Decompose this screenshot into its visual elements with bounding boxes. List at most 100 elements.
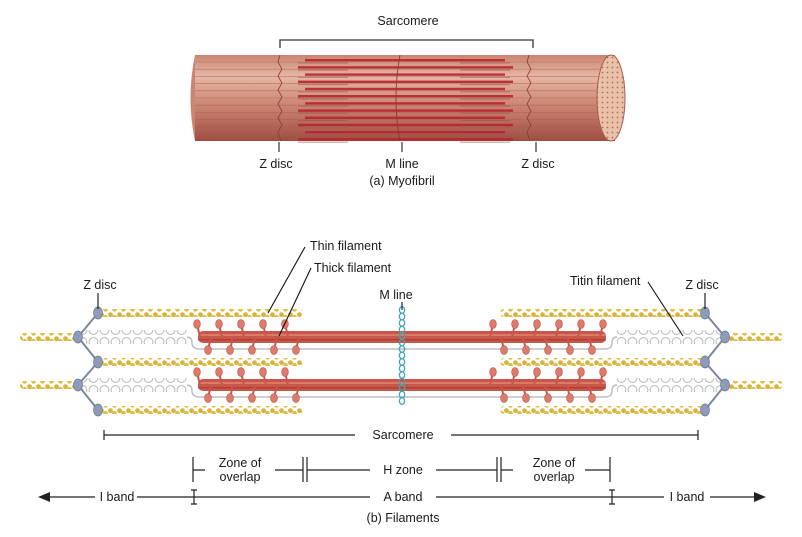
titin-coil-right <box>617 378 722 392</box>
myosin-head <box>204 345 212 355</box>
z-disc-label-a-right: Z disc <box>521 157 554 171</box>
myosin-head <box>511 319 519 329</box>
zone-of-overlap-left-line1: Zone of <box>219 456 262 470</box>
z-disc-label-a-left: Z disc <box>259 157 292 171</box>
thick-band <box>298 80 513 83</box>
myofibril-cross-section <box>596 54 626 142</box>
myosin-head <box>599 367 607 377</box>
thick-band <box>305 102 505 105</box>
myosin-head <box>511 367 519 377</box>
actin-stub-right <box>727 381 783 389</box>
myosin-head <box>237 319 245 329</box>
panel-b-caption: (b) Filaments <box>367 511 440 525</box>
myosin-head <box>248 393 256 403</box>
myofibril-panel: Sarcomere Z disc M line Z disc (a) Myofi… <box>190 14 626 188</box>
myosin-head <box>489 367 497 377</box>
thick-band <box>305 87 505 91</box>
thin-filament-left <box>98 406 303 414</box>
myosin-head <box>259 367 267 377</box>
i-band-right-label: I band <box>670 490 705 504</box>
actin-stub-left <box>20 333 76 341</box>
myosin-head <box>577 319 585 329</box>
thick-band <box>298 66 513 69</box>
thick-filament-label: Thick filament <box>314 261 392 275</box>
myosin-head <box>193 319 201 329</box>
m-line-label-b: M line <box>379 288 412 302</box>
thin-filament-left <box>98 358 303 366</box>
m-line-a <box>395 54 401 142</box>
panel-a-caption: (a) Myofibril <box>369 174 434 188</box>
m-line-link <box>398 364 406 373</box>
myosin-head <box>270 345 278 355</box>
z-disc-node <box>700 403 710 417</box>
titin-coil-left <box>82 378 187 392</box>
myosin-head <box>281 367 289 377</box>
z-disc-line-left <box>277 54 283 142</box>
myosin-head <box>248 345 256 355</box>
myosin-head <box>533 367 541 377</box>
titin-coil-right <box>617 330 722 344</box>
z-disc-node <box>73 330 83 344</box>
thick-band <box>305 116 505 119</box>
z-disc-node <box>720 330 730 344</box>
m-line-link <box>398 396 406 406</box>
myosin-head <box>270 393 278 403</box>
myosin-head <box>588 393 596 403</box>
sarcomere-bracket-b <box>103 430 699 440</box>
myosin-head <box>292 393 300 403</box>
thick-filament-leader <box>278 267 312 337</box>
myosin-head <box>193 367 201 377</box>
m-line-link <box>398 351 406 360</box>
myosin-head <box>588 345 596 355</box>
z-disc-left <box>73 306 103 417</box>
myosin-head <box>204 393 212 403</box>
z-disc-label-b-left: Z disc <box>83 278 116 292</box>
myosin-head <box>292 345 300 355</box>
myosin-head <box>226 393 234 403</box>
myosin-head <box>544 345 552 355</box>
a-band-label: A band <box>384 490 423 504</box>
thick-band <box>305 59 505 62</box>
myosin-head <box>522 345 530 355</box>
actin-stub-right <box>727 333 783 341</box>
myosin-head <box>489 319 497 329</box>
titin-filament-label: Titin filament <box>570 274 641 288</box>
h-zone-label: H zone <box>383 463 423 477</box>
sarcomere-label-b: Sarcomere <box>372 428 433 442</box>
m-line-link <box>398 312 406 321</box>
thick-band <box>305 131 505 134</box>
i-band-left-label: I band <box>100 490 135 504</box>
m-line-link <box>398 357 406 367</box>
myosin-head <box>237 367 245 377</box>
zone-brackets <box>192 457 611 482</box>
myosin-head <box>259 319 267 329</box>
titin-coil-left <box>82 330 187 344</box>
thick-band <box>298 109 513 112</box>
myosin-head <box>533 319 541 329</box>
z-disc-node <box>73 378 83 392</box>
m-line-chain <box>398 305 406 406</box>
m-line-link <box>398 370 406 380</box>
filaments-panel: Thin filament Thick filament M line Titi… <box>20 239 783 525</box>
myosin-head <box>566 393 574 403</box>
zone-of-overlap-left-line2: overlap <box>220 470 261 484</box>
thin-filament-left <box>98 309 303 317</box>
thick-band <box>298 95 513 98</box>
actin-stub-left <box>20 381 76 389</box>
sarcomere-label-a: Sarcomere <box>377 14 438 28</box>
myosin-head <box>215 367 223 377</box>
myosin-head <box>566 345 574 355</box>
z-disc-node <box>93 403 103 417</box>
thin-filament-right <box>500 309 705 317</box>
m-line-label-a: M line <box>385 157 418 171</box>
thick-band <box>298 123 513 127</box>
myosin-head <box>555 367 563 377</box>
myosin-head <box>555 319 563 329</box>
myosin-head <box>500 345 508 355</box>
z-disc-node <box>700 355 710 369</box>
myosin-head <box>500 393 508 403</box>
myosin-head <box>599 319 607 329</box>
myofibril-cylinder <box>190 54 626 143</box>
myosin-head <box>226 345 234 355</box>
